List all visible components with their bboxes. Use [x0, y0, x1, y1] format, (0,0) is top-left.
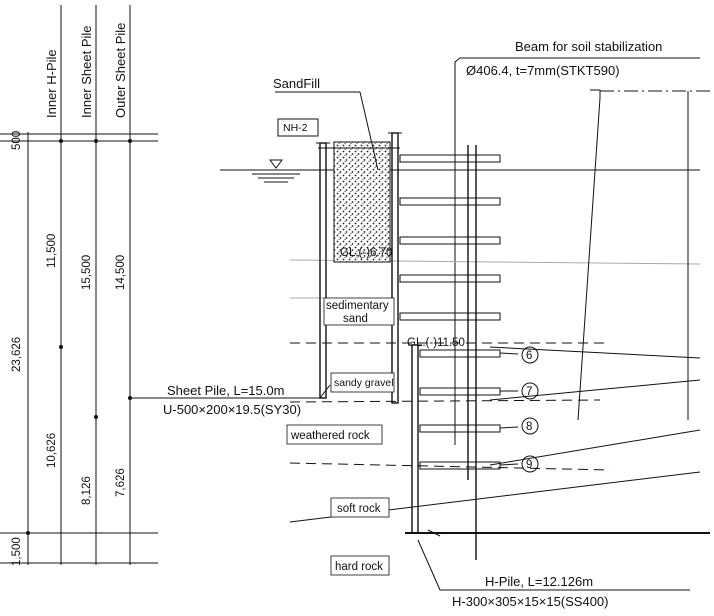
outer-sheet-top-mark — [128, 139, 132, 143]
weathered-rock-label: weathered rock — [290, 430, 370, 442]
water-level — [220, 159, 700, 183]
sheet-pile-label-2: U-500×200×19.5(SY30) — [163, 402, 301, 417]
dim-outer-sheet-upper: 14,500 — [115, 255, 127, 290]
inner-sheet-top-mark — [94, 139, 98, 143]
sandfill-label: SandFill — [273, 76, 320, 91]
soft-rock-top — [289, 462, 611, 471]
weathered-rock-top — [289, 399, 601, 403]
sandy-gravel-box — [330, 372, 395, 393]
water-level-symbol — [269, 159, 283, 169]
strut-marker-7 — [521, 382, 539, 400]
inner-h-pile — [411, 344, 419, 534]
hard-rock-label: hard rock — [335, 561, 383, 573]
strut-2 — [399, 197, 501, 206]
beam-title: Beam for soil stabilization — [515, 39, 662, 54]
strut-6 — [419, 349, 501, 358]
borehole-label: NH-2 — [283, 122, 308, 134]
strut-number-8: 8 — [526, 421, 532, 433]
h-pile-leader — [417, 539, 690, 591]
base-mark — [26, 531, 30, 535]
borehole-box — [277, 118, 319, 137]
strut-4 — [399, 274, 501, 283]
h-pile-dim-mark — [59, 345, 63, 349]
dim-500: 500 — [11, 131, 23, 150]
struts-lower — [419, 349, 519, 470]
header-inner-sheet-pile: Inner Sheet Pile — [79, 25, 94, 118]
strut-number-9: 9 — [526, 459, 532, 471]
dim-inner-sheet-lower: 8,126 — [81, 476, 93, 505]
sheet-pile-leader-tip — [319, 384, 331, 399]
h-pile-label-2: H-300×305×15×15(SS400) — [452, 594, 608, 609]
strut-markers: 6 7 8 9 — [521, 346, 539, 473]
strut-8-leader — [499, 426, 519, 429]
beam-note: Beam for soil stabilization Ø406.4, t=7m… — [454, 39, 700, 445]
strut-number-7: 7 — [526, 386, 532, 398]
strut-9 — [419, 461, 501, 470]
inner-sheet-pile — [391, 132, 399, 404]
h-pile-top-mark — [59, 139, 63, 143]
h-pile-tip-mark — [427, 529, 441, 537]
dim-outer-sheet-lower: 7,626 — [115, 468, 127, 497]
dim-total: 23,626 — [11, 337, 23, 372]
strut-8 — [419, 424, 501, 433]
inner-sheet-dim-mark — [94, 415, 98, 419]
strut-number-6: 6 — [526, 350, 532, 362]
sedimentary-label-2: sand — [343, 313, 368, 325]
dim-h-pile-lower: 10,626 — [46, 433, 58, 468]
header-outer-sheet-pile: Outer Sheet Pile — [113, 23, 128, 118]
h-pile-label-1: H-Pile, L=12.126m — [485, 574, 593, 589]
soft-rock-box — [330, 497, 390, 518]
dim-h-pile-upper: 11,500 — [46, 234, 58, 268]
strut-3 — [399, 236, 501, 245]
dim-inner-sheet-upper: 15,500 — [81, 255, 93, 290]
strut-9-leader — [499, 463, 519, 466]
soft-rock-label: soft rock — [337, 503, 381, 515]
layer-line-2 — [489, 379, 701, 401]
gl-label-1: GL.(-)6.70 — [340, 247, 392, 259]
dim-bottom: 1,500 — [11, 537, 23, 566]
sedimentary-label-1: sedimentary — [326, 300, 389, 312]
dimension-table: Inner H-Pile Inner Sheet Pile Outer Shee… — [0, 5, 158, 566]
gl-label-2: GL.(-)11.50 — [407, 337, 465, 349]
strut-1 — [399, 154, 501, 163]
sandfill-leader — [359, 91, 379, 171]
strut-7 — [419, 387, 501, 396]
strut-marker-9 — [521, 455, 539, 473]
sedimentary-box — [323, 297, 395, 326]
struts-upper — [399, 154, 501, 321]
strut-marker-8 — [521, 417, 539, 435]
strut-5 — [399, 312, 501, 321]
layer-line-1 — [489, 346, 701, 359]
weathered-rock-box — [286, 424, 383, 445]
outer-sheet-pile — [319, 142, 327, 399]
strut-marker-6 — [521, 346, 539, 364]
layer-line-3 — [489, 429, 701, 466]
strut-6-leader — [499, 352, 519, 355]
right-slope — [577, 89, 601, 421]
header-inner-h-pile: Inner H-Pile — [44, 49, 59, 118]
hard-rock-box — [330, 555, 390, 576]
sandy-gravel-label: sandy gravel — [334, 377, 394, 389]
beam-leader — [454, 57, 700, 445]
sandfill-area — [333, 141, 391, 263]
beam-spec: Ø406.4, t=7mm(STKT590) — [466, 63, 620, 78]
sheet-pile-label-1: Sheet Pile, L=15.0m — [167, 383, 284, 398]
